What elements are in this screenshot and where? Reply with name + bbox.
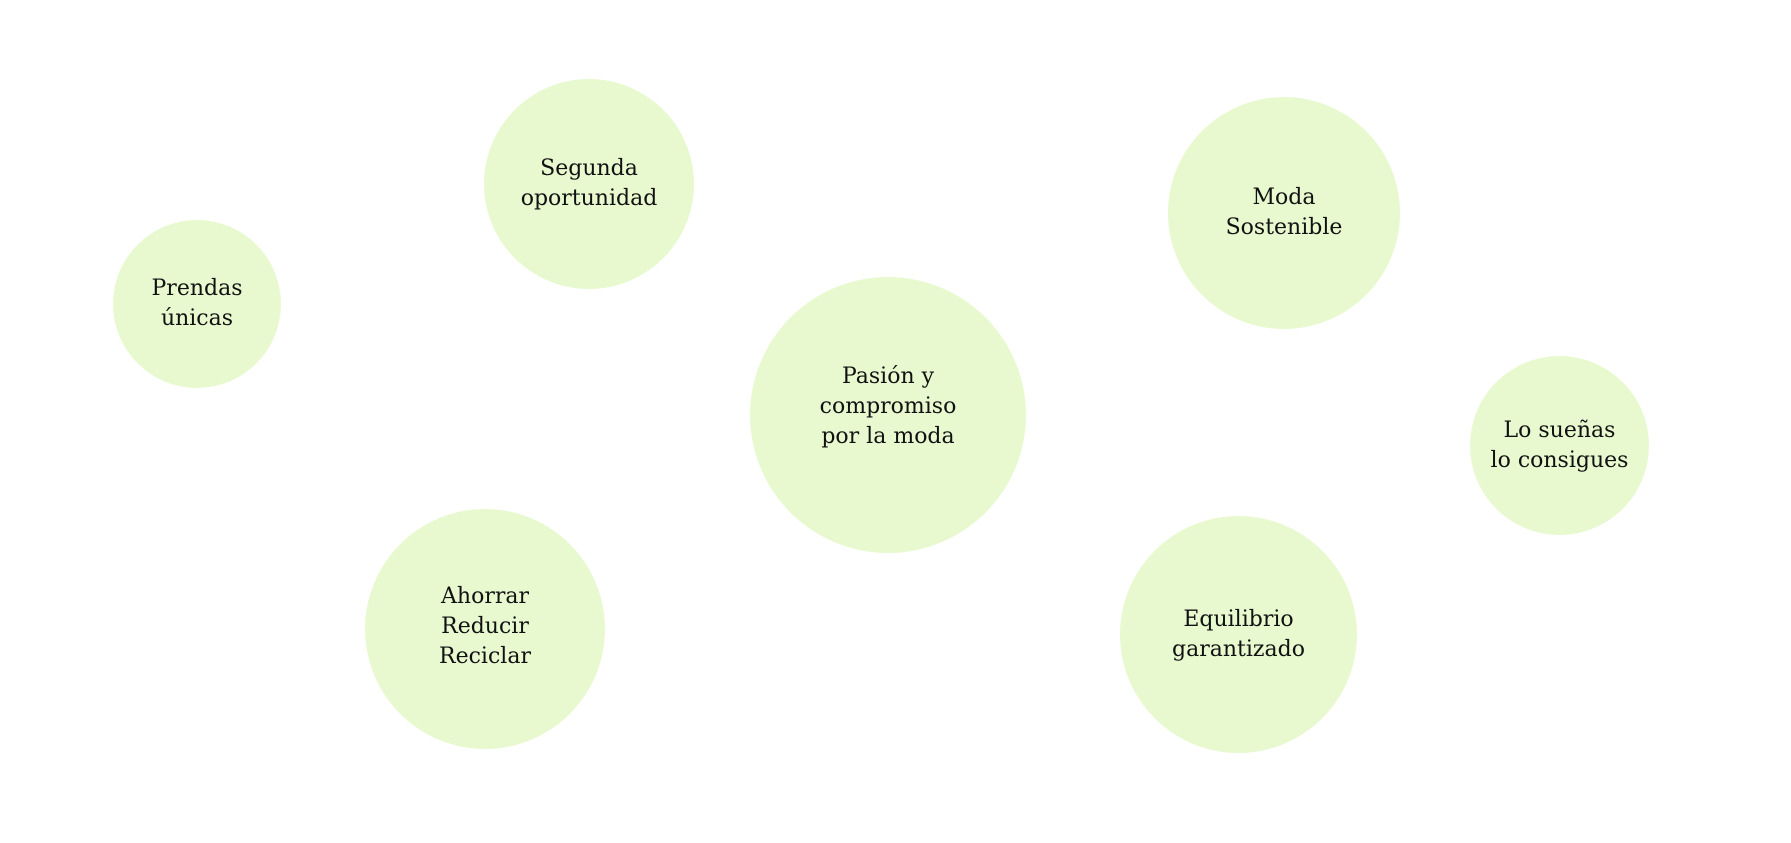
bubble-line: garantizado	[1172, 636, 1305, 662]
bubble-label: Equilibrio garantizado	[1172, 605, 1305, 665]
bubble-line: Pasión y	[841, 364, 935, 389]
bubble-pasion-compromiso: Pasión y compromiso por la moda	[750, 277, 1026, 553]
bubble-line: Equilibrio	[1183, 606, 1294, 632]
bubble-line: Lo sueñas	[1503, 417, 1616, 443]
bubble-line: compromiso	[819, 394, 957, 419]
bubble-line: Sostenible	[1225, 215, 1343, 240]
bubble-line: Reciclar	[439, 644, 531, 669]
bubble-line: Reducir	[441, 614, 529, 639]
bubble-label: Pasión y compromiso por la moda	[820, 362, 957, 452]
bubble-segunda-oportunidad: Segunda oportunidad	[484, 79, 694, 289]
bubble-equilibrio-garantizado: Equilibrio garantizado	[1120, 516, 1357, 753]
bubble-line: Ahorrar	[441, 584, 529, 609]
bubble-line: por la moda	[821, 424, 955, 449]
bubble-label: Moda Sostenible	[1226, 183, 1343, 243]
bubble-line: oportunidad	[520, 186, 658, 211]
bubble-label: Ahorrar Reducir Reciclar	[439, 582, 531, 672]
bubble-label: Segunda oportunidad	[521, 154, 658, 214]
bubble-label: Prendas únicas	[152, 274, 243, 334]
bubble-ahorrar-reducir-reciclar: Ahorrar Reducir Reciclar	[365, 509, 605, 749]
bubble-label: Lo sueñas lo consigues	[1491, 416, 1629, 476]
bubble-line: Segunda	[540, 156, 638, 181]
bubble-line: Prendas	[151, 276, 243, 301]
bubble-lo-suenas: Lo sueñas lo consigues	[1470, 356, 1649, 535]
bubble-line: Moda	[1252, 185, 1316, 210]
bubble-line: lo consigues	[1490, 447, 1629, 473]
bubble-prendas-unicas: Prendas únicas	[113, 220, 281, 388]
bubble-moda-sostenible: Moda Sostenible	[1168, 97, 1400, 329]
bubble-line: únicas	[160, 306, 234, 331]
